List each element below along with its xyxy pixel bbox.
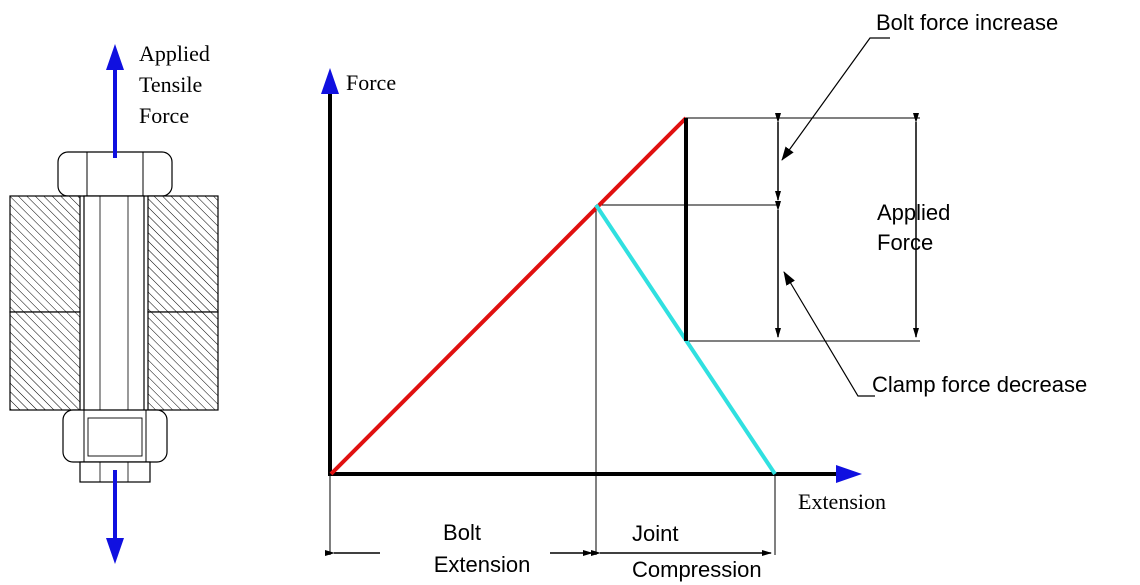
svg-text:Joint: Joint [632,521,678,546]
bolt-force-line [329,116,688,476]
tensile-force-arrow-up [106,44,124,158]
applied-force-label: Applied Force [877,200,950,255]
bolt-head [57,151,173,197]
svg-text:Force: Force [346,70,396,95]
lower-plate [9,311,219,411]
svg-text:Force: Force [877,230,933,255]
svg-text:Extension: Extension [798,489,886,514]
bolt-shank [83,195,145,413]
force-extension-diagram: Force Extension B [321,10,1087,582]
force-axis: Force [321,68,396,476]
clamp-force-decrease-leader [783,271,875,397]
clamp-force-decrease-label: Clamp force decrease [872,372,1087,397]
bolt-force-increase-leader [781,37,890,161]
bolt-assembly: Applied Tensile Force [9,41,219,564]
construction-lines [329,117,920,555]
svg-text:Tensile: Tensile [139,72,202,97]
joint-compression-label: Joint Compression [626,520,788,582]
tensile-force-arrow-down [106,470,124,564]
svg-text:Applied: Applied [877,200,950,225]
extension-axis: Extension [328,465,886,514]
upper-plate [9,195,219,313]
svg-text:Compression: Compression [632,557,762,582]
svg-text:Bolt: Bolt [443,520,481,545]
svg-text:Extension: Extension [434,552,531,577]
bolt-extension-label: Bolt Extension [380,514,550,577]
svg-text:Force: Force [139,103,189,128]
bolt-force-increase-label: Bolt force increase [876,10,1058,35]
svg-text:Applied: Applied [139,41,210,66]
applied-tensile-force-label: Applied Tensile Force [139,41,210,128]
